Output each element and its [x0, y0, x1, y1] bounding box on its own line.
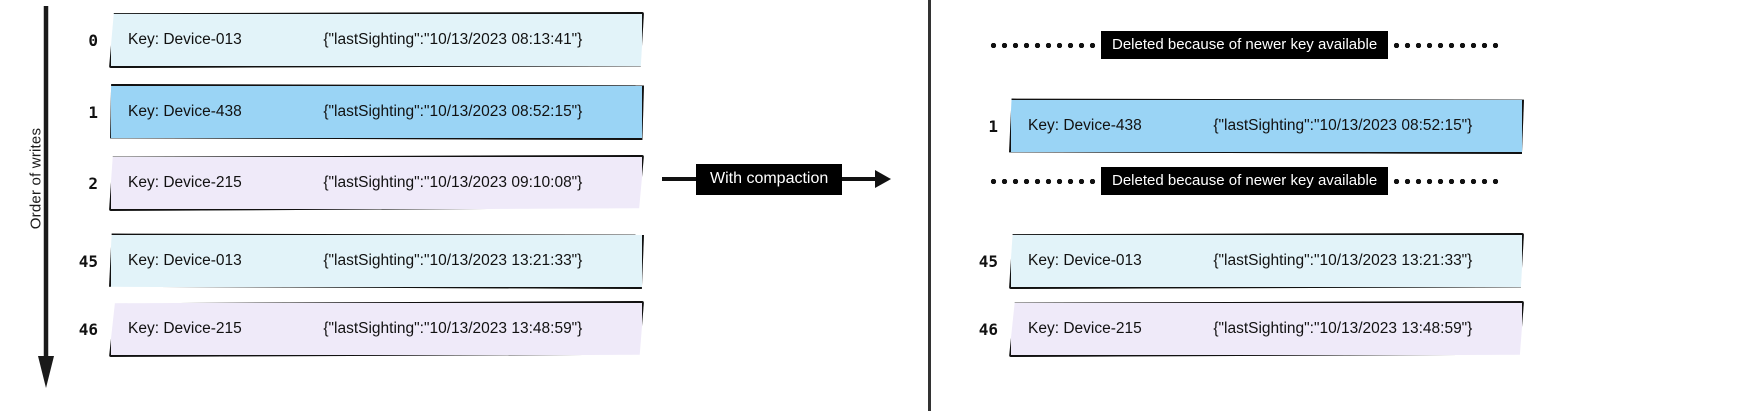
row-index: 45 [978, 251, 998, 271]
row-index: 46 [978, 319, 998, 339]
deleted-label: Deleted because of newer key available [1101, 166, 1389, 196]
record-value: {"lastSighting":"10/13/2023 13:48:59"} [323, 320, 583, 337]
record-key: Key: Device-013 [128, 31, 242, 48]
log-row[interactable]: 1 Key: Device-438 {"lastSighting":"10/13… [964, 98, 1524, 154]
row-index: 45 [78, 251, 98, 271]
right-arrow-icon [842, 170, 892, 188]
row-index: 1 [88, 102, 98, 122]
record-value: {"lastSighting":"10/13/2023 08:13:41"} [323, 31, 583, 48]
record-box[interactable]: Key: Device-438 {"lastSighting":"10/13/2… [1009, 98, 1524, 154]
record-key: Key: Device-013 [1028, 252, 1142, 269]
arrow-shaft [842, 177, 877, 181]
record-key: Key: Device-438 [1028, 117, 1142, 134]
row-index: 1 [988, 116, 998, 136]
compacted-log-panel: Deleted because of newer key available 1… [964, 0, 1524, 411]
record-value: {"lastSighting":"10/13/2023 13:48:59"} [1213, 320, 1473, 337]
log-row[interactable]: 45 Key: Device-013 {"lastSighting":"10/1… [964, 233, 1524, 289]
log-row[interactable]: 46 Key: Device-215 {"lastSighting":"10/1… [964, 301, 1524, 357]
record-box[interactable]: Key: Device-215 {"lastSighting":"10/13/2… [109, 155, 644, 211]
log-row[interactable]: 46 Key: Device-215 {"lastSighting":"10/1… [64, 301, 644, 357]
panel-divider [928, 0, 931, 411]
record-value: {"lastSighting":"10/13/2023 08:52:15"} [1213, 117, 1473, 134]
record-value: {"lastSighting":"10/13/2023 13:21:33"} [1213, 252, 1473, 269]
record-box[interactable]: Key: Device-215 {"lastSighting":"10/13/2… [1009, 301, 1524, 357]
log-row[interactable]: 0 Key: Device-013 {"lastSighting":"10/13… [64, 12, 644, 68]
record-value: {"lastSighting":"10/13/2023 13:21:33"} [323, 252, 583, 269]
arrow-head [875, 170, 892, 188]
record-key: Key: Device-013 [128, 252, 242, 269]
connector-line [662, 177, 696, 181]
dotted-leader-left [988, 42, 1098, 48]
record-box[interactable]: Key: Device-013 {"lastSighting":"10/13/2… [109, 12, 644, 68]
down-arrow-icon [38, 6, 54, 388]
log-row[interactable]: 2 Key: Device-215 {"lastSighting":"10/13… [64, 155, 644, 211]
record-value: {"lastSighting":"10/13/2023 08:52:15"} [323, 103, 583, 120]
record-key: Key: Device-215 [128, 174, 242, 191]
record-key: Key: Device-215 [1028, 320, 1142, 337]
row-index: 46 [78, 319, 98, 339]
record-key: Key: Device-215 [128, 320, 242, 337]
deleted-banner: Deleted because of newer key available [988, 30, 1502, 60]
record-box[interactable]: Key: Device-438 {"lastSighting":"10/13/2… [110, 84, 644, 140]
compaction-transform: With compaction [662, 163, 892, 195]
deleted-label: Deleted because of newer key available [1101, 30, 1389, 60]
record-value: {"lastSighting":"10/13/2023 09:10:08"} [323, 174, 583, 191]
log-row[interactable]: 45 Key: Device-013 {"lastSighting":"10/1… [64, 233, 644, 289]
dotted-leader-right [1391, 42, 1502, 48]
dotted-leader-left [988, 178, 1098, 184]
compaction-label: With compaction [696, 163, 843, 195]
record-box[interactable]: Key: Device-013 {"lastSighting":"10/13/2… [109, 233, 644, 289]
row-index: 2 [88, 173, 98, 193]
record-key: Key: Device-438 [128, 103, 242, 120]
uncompacted-log-panel: 0 Key: Device-013 {"lastSighting":"10/13… [64, 0, 644, 411]
dotted-leader-right [1391, 178, 1502, 184]
record-box[interactable]: Key: Device-215 {"lastSighting":"10/13/2… [109, 301, 644, 357]
log-row[interactable]: 1 Key: Device-438 {"lastSighting":"10/13… [64, 84, 644, 140]
record-box[interactable]: Key: Device-013 {"lastSighting":"10/13/2… [1009, 233, 1524, 289]
deleted-banner: Deleted because of newer key available [988, 166, 1502, 196]
row-index: 0 [88, 30, 98, 50]
